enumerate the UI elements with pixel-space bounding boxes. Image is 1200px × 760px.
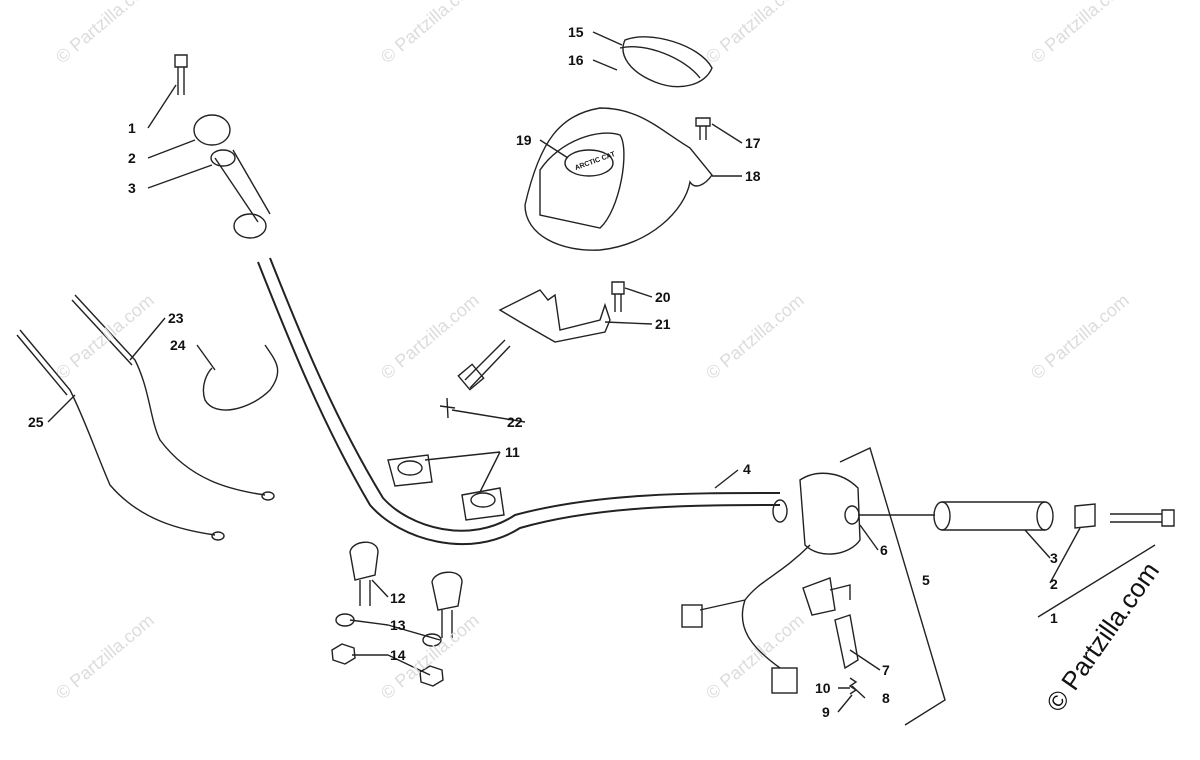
harness-22	[464, 339, 511, 389]
bolt-left	[174, 54, 188, 95]
callout-12: 12	[390, 590, 406, 606]
throttle	[802, 577, 851, 616]
nut-b	[419, 665, 444, 687]
clamp-upper-b	[461, 487, 505, 521]
callout-1: 1	[128, 120, 136, 136]
callout-10: 10	[815, 680, 831, 696]
cable-23	[74, 294, 266, 496]
callout-11: 11	[505, 444, 520, 460]
callout-16: 16	[568, 52, 584, 68]
switch-housing	[799, 472, 861, 555]
callout-8: 8	[882, 690, 890, 706]
bolt-20	[611, 281, 625, 312]
nut-a	[331, 643, 356, 665]
callout-1-right: 1	[1050, 610, 1058, 626]
clip-24	[202, 344, 279, 411]
callout-3: 3	[128, 180, 136, 196]
handlebar	[257, 261, 781, 546]
bar-end-right	[1074, 503, 1096, 529]
callout-24: 24	[170, 337, 186, 353]
bolt-right	[1110, 509, 1175, 527]
grip-left	[214, 149, 271, 223]
callout-15: 15	[568, 24, 584, 40]
cable-25	[19, 329, 216, 536]
grip-right	[942, 501, 1045, 531]
washer-b	[422, 633, 442, 647]
screw-17	[695, 117, 711, 140]
callout-9: 9	[822, 704, 830, 720]
callout-6: 6	[880, 542, 888, 558]
callout-21: 21	[655, 316, 671, 332]
callout-25: 25	[28, 414, 44, 430]
callout-7: 7	[882, 662, 890, 678]
callout-17: 17	[745, 135, 761, 151]
callout-4: 4	[743, 461, 751, 477]
callout-19: 19	[516, 132, 532, 148]
cover-housing	[524, 107, 713, 251]
riser-a	[349, 541, 379, 606]
callout-13: 13	[390, 617, 406, 633]
riser-b	[431, 571, 463, 638]
bar-end-left	[193, 114, 231, 146]
bracket	[498, 289, 611, 343]
callout-5: 5	[922, 572, 930, 588]
callout-14: 14	[390, 647, 406, 663]
throttle-lever	[834, 614, 859, 670]
callout-22: 22	[507, 414, 523, 430]
harness-5	[699, 544, 811, 669]
callout-2: 2	[128, 150, 136, 166]
callout-23: 23	[168, 310, 184, 326]
callout-2-right: 2	[1050, 576, 1058, 592]
callout-3-right: 3	[1050, 550, 1058, 566]
callout-20: 20	[655, 289, 671, 305]
callout-18: 18	[745, 168, 761, 184]
dial	[622, 36, 713, 88]
clamp-upper-a	[387, 454, 433, 487]
